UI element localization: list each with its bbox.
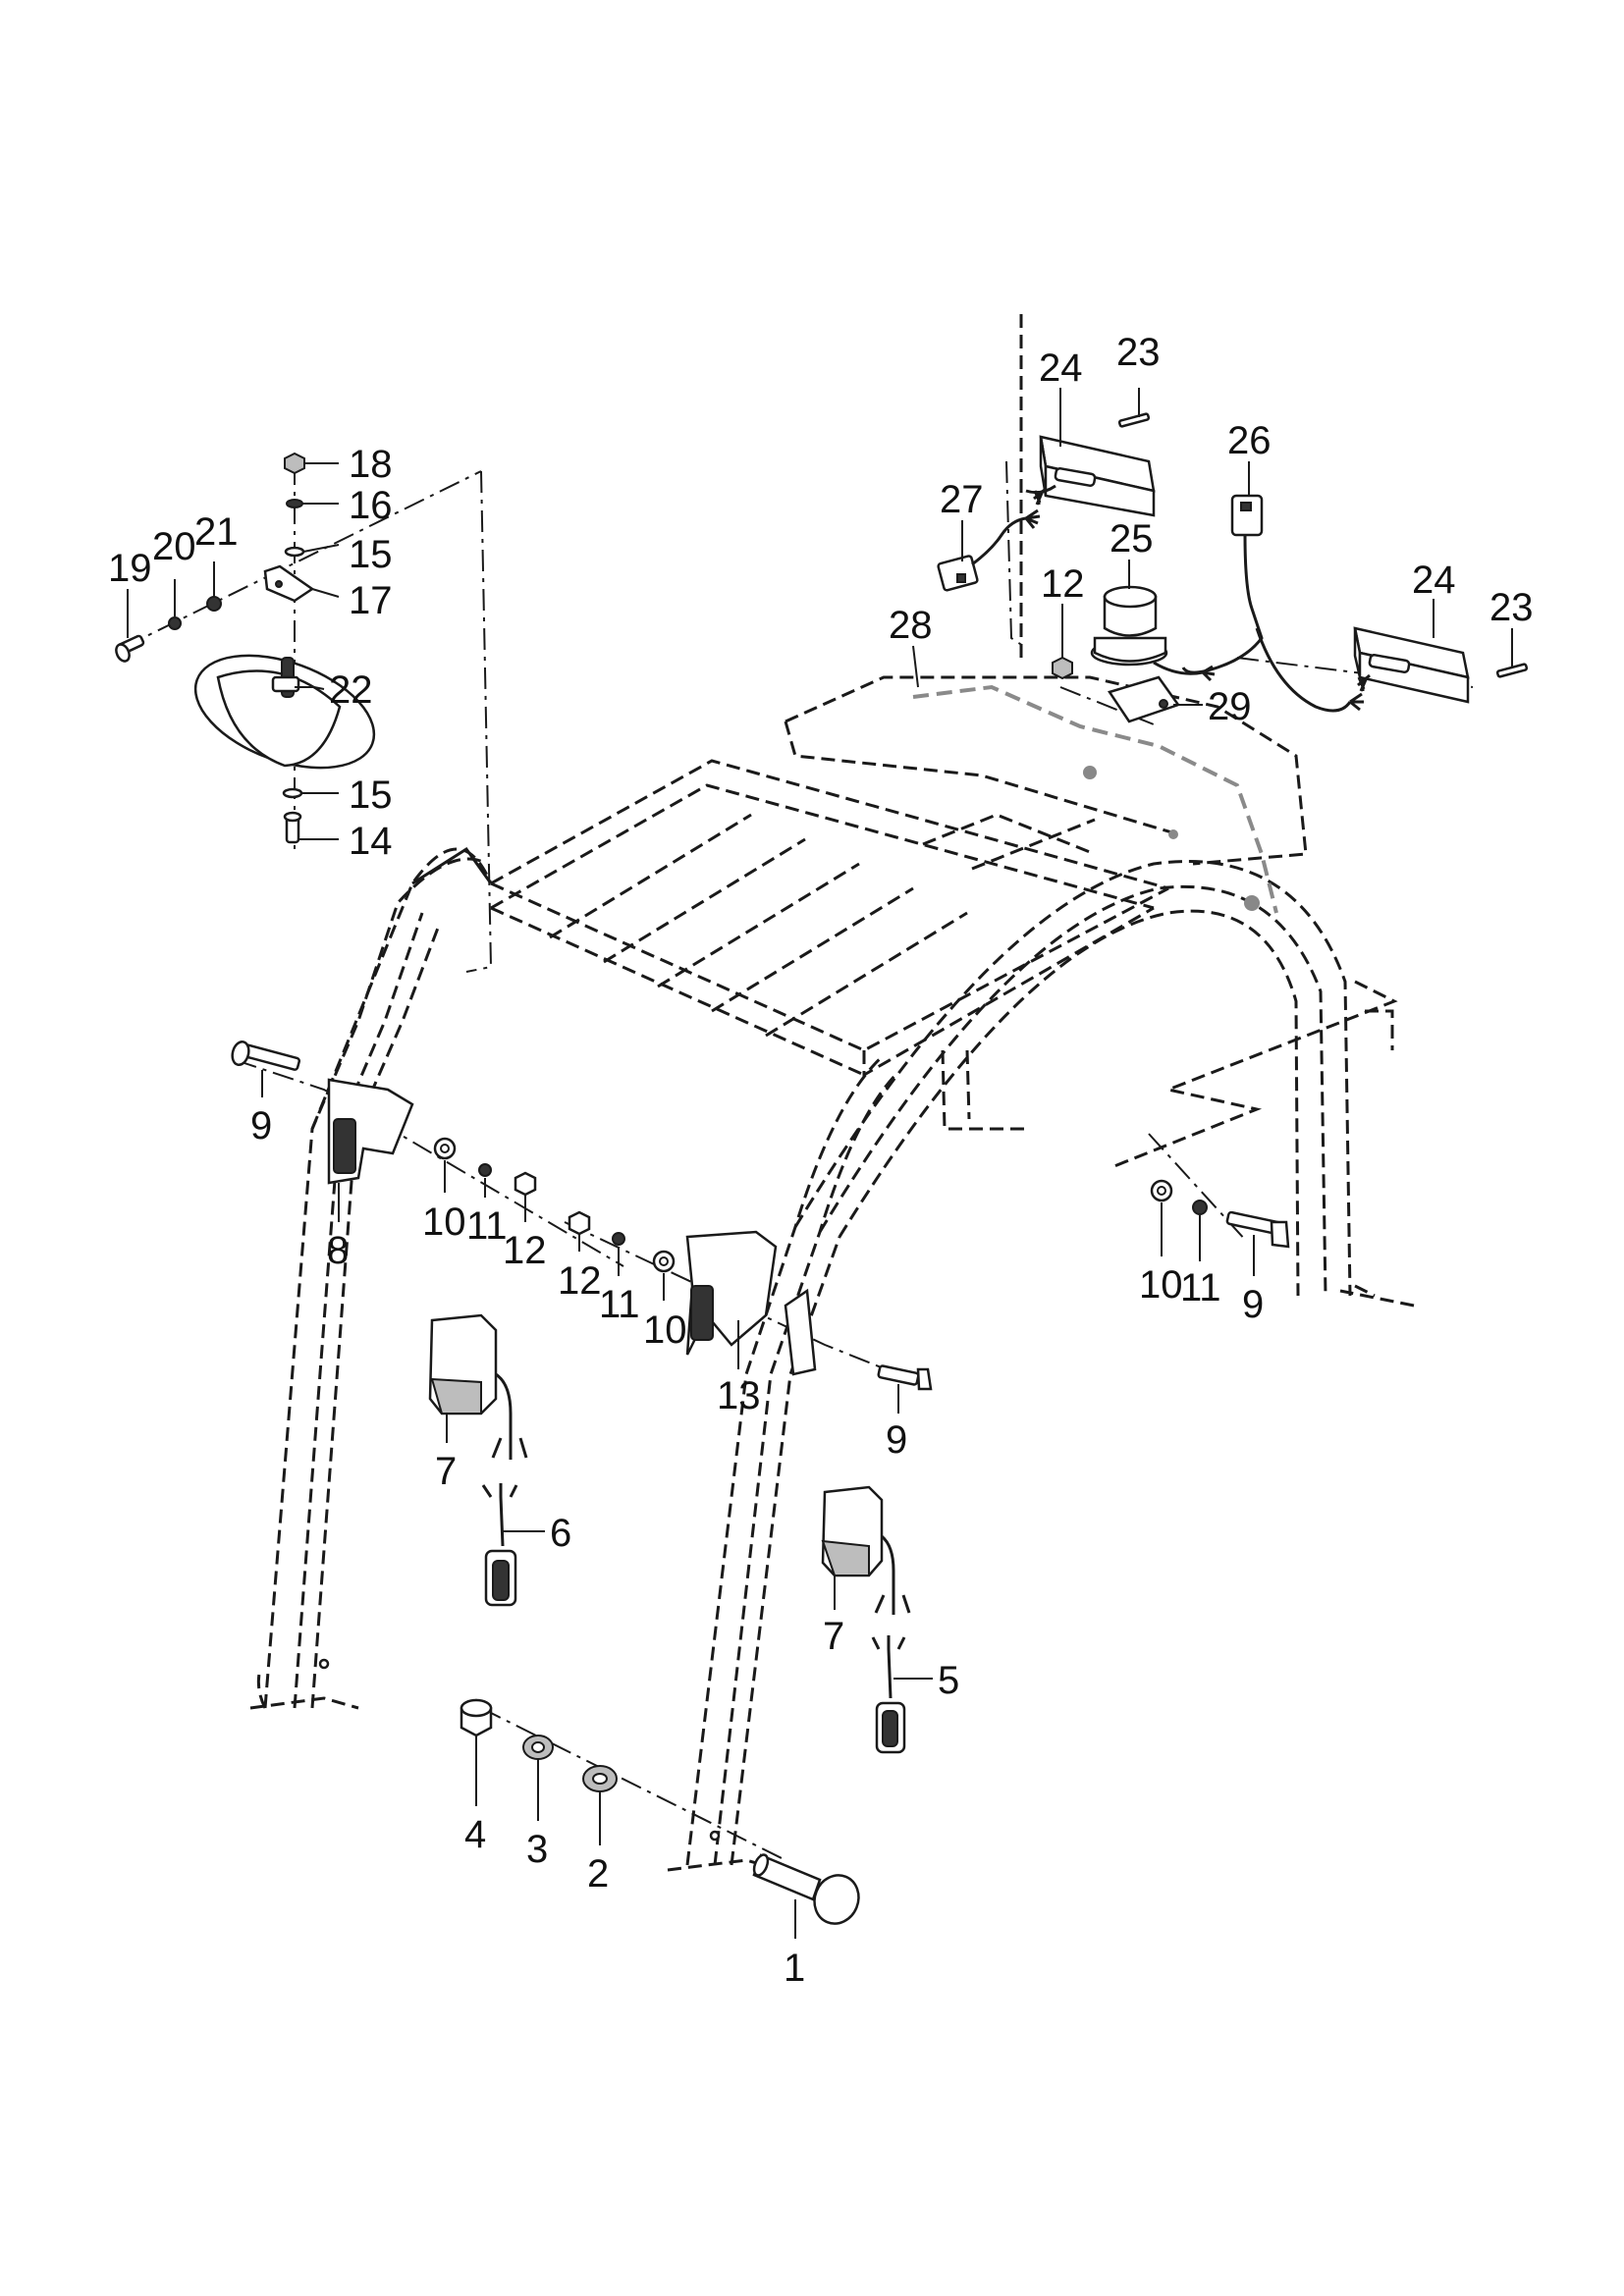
nut-icon <box>568 1210 591 1236</box>
lock-washer-icon <box>168 616 182 630</box>
callout-10: 10 <box>422 1201 466 1244</box>
screw-icon <box>1495 663 1529 678</box>
callout-27: 27 <box>940 478 984 521</box>
callout-7: 7 <box>435 1450 457 1493</box>
lock-washer-icon <box>478 1163 492 1177</box>
washer-icon <box>286 499 303 508</box>
washer-icon <box>206 596 222 612</box>
callout-23: 23 <box>1116 331 1161 374</box>
callout-2: 2 <box>587 1852 609 1896</box>
callout-9: 9 <box>1242 1283 1264 1326</box>
left-light-bracket <box>231 1040 537 1222</box>
callout-12: 12 <box>503 1229 547 1272</box>
washer-icon <box>282 787 303 799</box>
callout-20: 20 <box>152 525 196 568</box>
callout-29: 29 <box>1208 685 1252 728</box>
callout-11: 11 <box>466 1204 508 1248</box>
callout-9: 9 <box>250 1104 272 1148</box>
callout-11: 11 <box>599 1283 640 1326</box>
callout-17: 17 <box>349 579 393 622</box>
callout-7: 7 <box>823 1615 844 1658</box>
callout-9: 9 <box>886 1418 907 1462</box>
callout-15: 15 <box>349 533 393 576</box>
callout-26: 26 <box>1227 419 1272 462</box>
callout-12: 12 <box>558 1259 602 1303</box>
callout-24: 24 <box>1412 559 1456 602</box>
rear-hardware <box>1150 1179 1290 1276</box>
pin-hardware <box>460 1698 860 1939</box>
callout-labels: 18 16 15 17 22 15 14 19 20 21 24 23 27 2… <box>108 331 1534 1990</box>
callout-8: 8 <box>327 1229 349 1272</box>
callout-24: 24 <box>1039 347 1083 390</box>
callout-18: 18 <box>349 443 393 486</box>
callout-6: 6 <box>550 1512 571 1555</box>
callout-25: 25 <box>1110 517 1154 561</box>
explosion-lines <box>122 460 1474 1861</box>
nut-icon <box>1052 656 1073 680</box>
harness-icon <box>887 1648 893 1699</box>
bolt-icon <box>877 1364 920 1386</box>
lock-washer-icon <box>1192 1200 1208 1215</box>
nut-icon <box>514 1171 537 1197</box>
callout-10: 10 <box>643 1308 687 1352</box>
callout-10: 10 <box>1139 1263 1183 1307</box>
washer-icon <box>284 546 305 558</box>
callout-4: 4 <box>464 1813 486 1856</box>
callout-13: 13 <box>717 1374 761 1417</box>
harness-icon <box>499 1496 505 1547</box>
mirror-bracket-icon <box>263 564 315 603</box>
screw-icon <box>1117 412 1151 428</box>
callout-23: 23 <box>1489 586 1534 629</box>
callout-28: 28 <box>889 604 933 647</box>
callout-14: 14 <box>349 820 393 863</box>
harness-connector-icon <box>937 555 979 592</box>
harness-connector-icon <box>1230 494 1264 537</box>
right-light-bracket <box>568 1210 933 1414</box>
lamp-assembly <box>912 388 1529 723</box>
work-lights <box>428 1313 933 1754</box>
nut-icon <box>284 452 305 475</box>
callout-5: 5 <box>938 1659 959 1702</box>
callout-16: 16 <box>349 484 393 527</box>
lock-washer-icon <box>612 1232 625 1246</box>
mirror-assembly <box>115 452 376 844</box>
callout-12: 12 <box>1041 562 1085 606</box>
callout-21: 21 <box>194 510 239 554</box>
callout-15: 15 <box>349 774 393 817</box>
callout-19: 19 <box>108 547 152 590</box>
callout-22: 22 <box>329 668 373 712</box>
beacon-bracket-icon <box>1108 675 1180 723</box>
overhead-guard-frame <box>249 314 1415 1872</box>
callout-1: 1 <box>784 1947 805 1990</box>
callout-11: 11 <box>1180 1266 1221 1309</box>
callout-3: 3 <box>526 1828 548 1871</box>
